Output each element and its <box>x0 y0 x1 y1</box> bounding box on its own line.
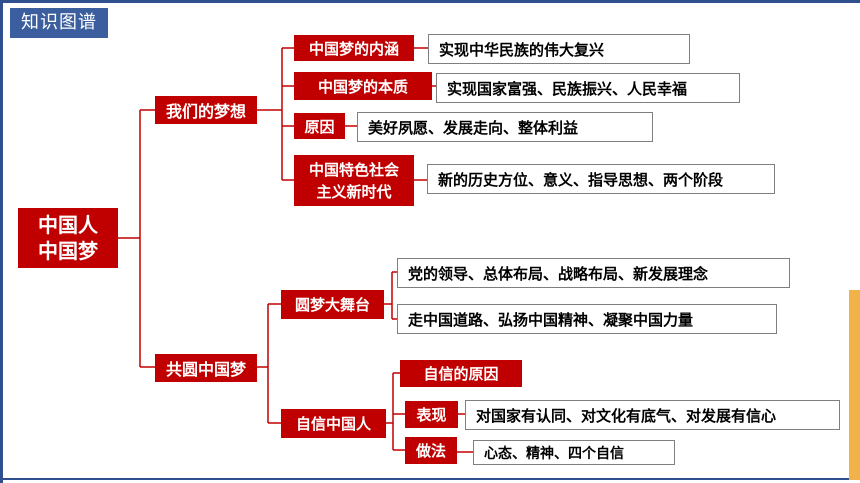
show-detail: 对国家有认同、对文化有底气、对发展有信心 <box>465 400 840 430</box>
item-label-reason: 原因 <box>294 113 345 139</box>
root-line-2: 中国梦 <box>38 239 98 263</box>
right-accent-bar <box>849 290 860 480</box>
stage-detail-2: 走中国道路、弘扬中国精神、凝聚中国力量 <box>397 304 777 334</box>
root-line-1: 中国人 <box>38 213 98 237</box>
bottom-frame-line <box>0 478 860 480</box>
stage-detail-1: 党的领导、总体布局、战略布局、新发展理念 <box>397 258 790 288</box>
branch-realize-dream: 共圆中国梦 <box>155 354 257 382</box>
branch-our-dream: 我们的梦想 <box>155 96 257 124</box>
show-label: 表现 <box>405 401 458 428</box>
new-era-line-2: 主义新时代 <box>316 182 392 201</box>
item-detail-reason: 美好夙愿、发展走向、整体利益 <box>357 112 653 142</box>
method-label: 做法 <box>405 437 457 464</box>
item-detail-connotation: 实现中华民族的伟大复兴 <box>428 34 690 64</box>
item-detail-essence: 实现国家富强、民族振兴、人民幸福 <box>436 73 740 103</box>
left-frame-line <box>0 0 3 483</box>
item-label-essence: 中国梦的本质 <box>294 72 432 100</box>
item-label-connotation: 中国梦的内涵 <box>294 35 414 61</box>
sub-stage: 圆梦大舞台 <box>281 290 384 319</box>
item-label-new-era: 中国特色社会 主义新时代 <box>294 155 414 206</box>
root-node: 中国人 中国梦 <box>18 208 118 268</box>
item-detail-new-era: 新的历史方位、意义、指导思想、两个阶段 <box>427 164 775 194</box>
method-detail: 心态、精神、四个自信 <box>473 440 675 465</box>
confidence-reason: 自信的原因 <box>400 360 522 387</box>
top-frame-line <box>0 0 860 3</box>
new-era-line-1: 中国特色社会 <box>308 160 399 179</box>
sub-confident: 自信中国人 <box>281 409 386 438</box>
page-title: 知识图谱 <box>10 8 108 38</box>
